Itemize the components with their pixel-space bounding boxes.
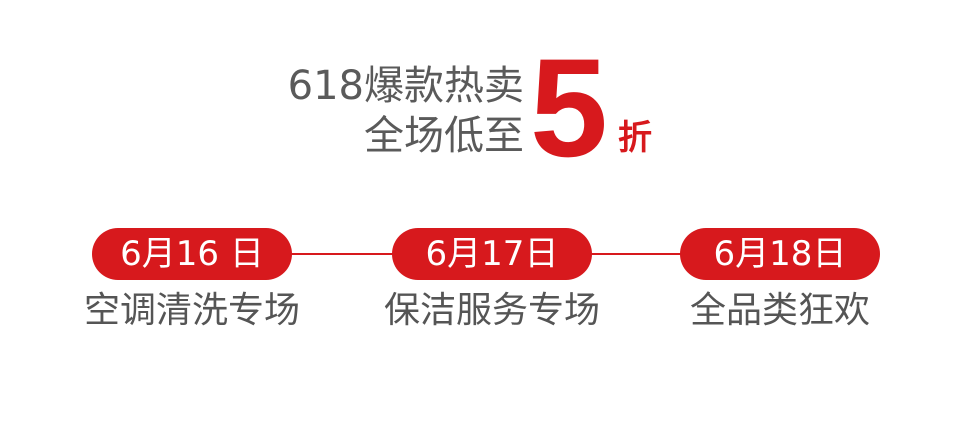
date-label: 6月16 日 (120, 234, 264, 274)
timeline-connector (590, 253, 682, 255)
event-caption-2: 保洁服务专场 (383, 290, 600, 331)
discount-unit: 折 (618, 118, 652, 158)
event-caption-1: 空调清洗专场 (83, 290, 300, 331)
headline-line-1: 618爆款热卖 (287, 63, 524, 109)
date-label: 6月17日 (425, 234, 559, 274)
headline-line-2: 全场低至 (364, 113, 524, 159)
date-pill-3: 6月18日 (680, 228, 880, 280)
event-timeline: 6月16 日 空调清洗专场 6月17日 保洁服务专场 6月18日 全品类狂欢 (0, 225, 960, 345)
date-pill-1: 6月16 日 (92, 228, 292, 280)
event-caption-3: 全品类狂欢 (689, 290, 870, 331)
date-pill-2: 6月17日 (392, 228, 592, 280)
discount-number: 5 (530, 29, 608, 186)
timeline-connector (290, 253, 394, 255)
promo-headline: 618爆款热卖 全场低至 5 折 (0, 0, 960, 200)
date-label: 6月18日 (713, 234, 847, 274)
